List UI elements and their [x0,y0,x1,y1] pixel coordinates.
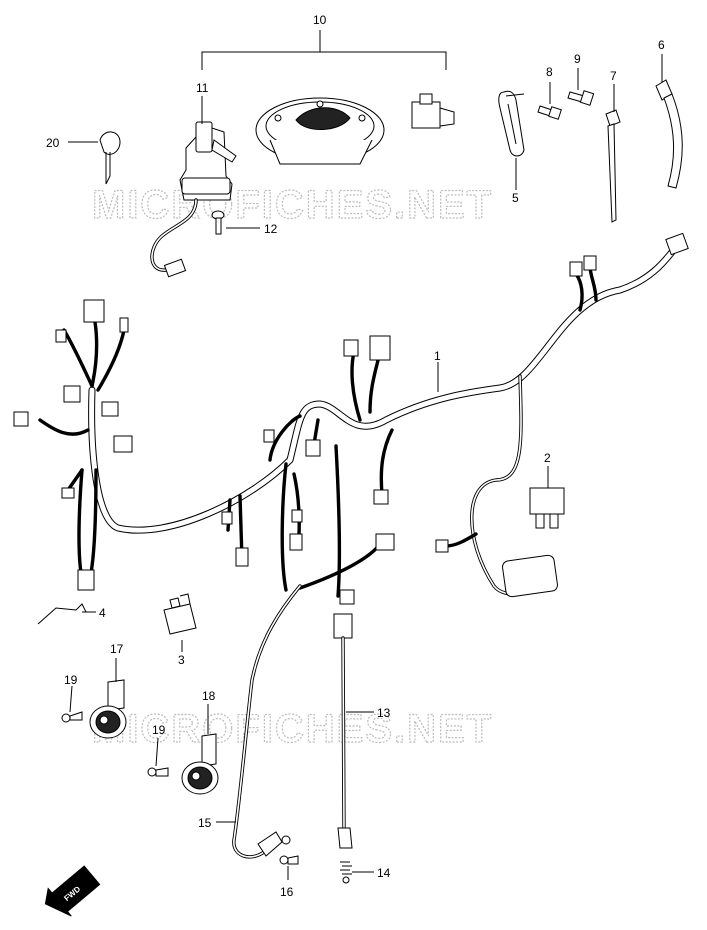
connector[interactable] [339,589,355,605]
horn-part-18[interactable] [181,733,219,795]
callout-19-a: 19 [64,673,78,687]
callout-9: 9 [574,52,581,66]
wire-lead-part-13[interactable] [333,613,353,849]
connector[interactable] [61,487,75,499]
connector[interactable] [55,329,67,343]
connector[interactable] [343,339,359,357]
callout-3: 3 [178,653,185,667]
horn-lead-wire[interactable] [232,584,302,859]
harness-connectors [13,232,689,605]
connector[interactable] [435,539,449,553]
connector[interactable] [77,569,95,591]
main-wiring-harness[interactable] [38,248,676,598]
connector[interactable] [289,533,303,551]
callout-12: 12 [264,222,278,236]
connector[interactable] [113,435,133,453]
ignition-key[interactable] [99,131,121,185]
cable-tie-part-7[interactable] [605,109,621,223]
callout-1: 1 [434,349,441,363]
screw-part-19-b[interactable] [147,767,169,777]
callout-6: 6 [658,38,665,52]
callout-14: 14 [377,866,391,880]
callout-2: 2 [544,451,551,465]
connector[interactable] [235,547,249,567]
callout-labels: 10 11 20 12 8 9 7 6 5 1 2 3 4 17 19 18 1… [46,13,665,899]
screw-part-12[interactable] [211,210,225,235]
watermark-top: MICROFICHES.NET [92,183,493,227]
connector[interactable] [13,411,29,427]
callout-16: 16 [280,885,294,899]
callout-5: 5 [512,191,519,205]
connector[interactable] [101,401,119,417]
horn-part-17[interactable] [89,679,127,739]
connector[interactable] [569,261,583,277]
callout-15: 15 [198,816,212,830]
callout-10: 10 [313,13,327,27]
leader-lines [68,54,663,880]
connector[interactable] [373,489,389,505]
callout-11: 11 [196,81,209,95]
callout-20: 20 [46,136,60,150]
watermark-bottom: MICROFICHES.NET [92,707,493,751]
ignition-switch[interactable] [150,121,237,278]
callout-18: 18 [202,689,216,703]
seat-lock-sensor[interactable] [411,93,455,129]
connector[interactable] [119,317,129,333]
fuse-part-2[interactable] [529,487,565,529]
callout-17: 17 [110,642,124,656]
fuel-tank-cap[interactable] [255,97,385,165]
connector[interactable] [83,299,105,323]
clip-part-4[interactable] [37,603,87,625]
callout-7: 7 [610,69,617,83]
connector[interactable] [291,509,303,523]
bolt-part-8[interactable] [537,105,562,120]
screw-part-16[interactable] [279,855,299,865]
bolt-part-9[interactable] [567,90,595,106]
relay-part-3[interactable] [163,593,197,635]
connector[interactable] [665,232,689,256]
connector[interactable] [221,511,233,525]
callout-13: 13 [377,706,391,720]
connector[interactable] [583,255,597,271]
ignition-set-group-bracket [201,30,447,70]
connector[interactable] [375,533,395,551]
connector[interactable] [63,385,81,403]
terminal-part-14[interactable] [340,861,352,884]
forward-direction-arrow: FWD [44,865,101,917]
callout-8: 8 [546,65,553,79]
screw-part-19-a[interactable] [61,711,83,723]
connector[interactable] [305,439,321,457]
cable-tie-part-6[interactable] [655,79,683,189]
connector[interactable] [263,429,275,443]
connector[interactable] [369,335,391,361]
harness-cover [502,554,558,598]
callout-19-b: 19 [152,723,166,737]
clamp-part-5[interactable] [498,90,525,157]
callout-4: 4 [99,606,106,620]
